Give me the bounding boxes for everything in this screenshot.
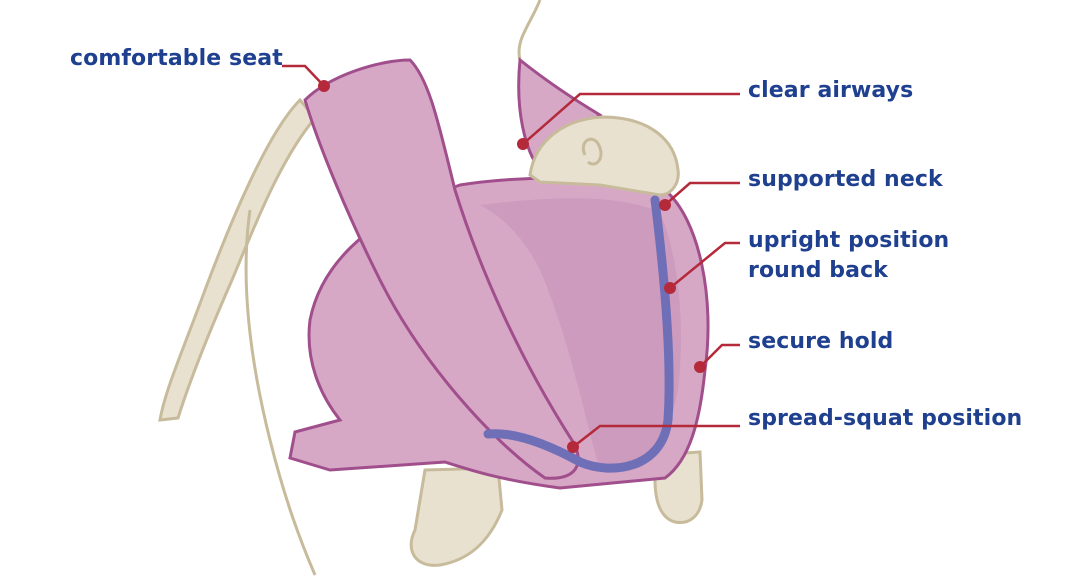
parent-chin-outline bbox=[517, 0, 542, 61]
baby-ear bbox=[581, 137, 603, 166]
baby-leg-left bbox=[409, 466, 504, 567]
spine-curve bbox=[483, 195, 674, 473]
parent-body-outline bbox=[244, 209, 317, 576]
label-secure-hold: secure hold bbox=[748, 329, 894, 354]
dot-marker-icon bbox=[567, 441, 579, 453]
leader-spread-squat bbox=[572, 424, 740, 448]
dot-marker-icon bbox=[318, 80, 330, 92]
label-comfortable-seat: comfortable seat bbox=[70, 46, 283, 71]
label-spread-squat: spread-squat position bbox=[748, 406, 1023, 431]
baby-head bbox=[528, 115, 680, 197]
dot-marker-icon bbox=[517, 138, 529, 150]
leader-upright-position bbox=[669, 241, 740, 289]
parent-arm bbox=[158, 97, 317, 422]
leader-clear-airways bbox=[522, 92, 740, 145]
label-supported-neck: supported neck bbox=[748, 167, 943, 192]
leader-supported-neck bbox=[664, 181, 740, 206]
label-clear-airways: clear airways bbox=[748, 78, 914, 103]
label-round-back: round back bbox=[748, 258, 888, 283]
sling-fold-shadow bbox=[480, 198, 681, 470]
dot-marker-icon bbox=[694, 361, 706, 373]
leader-lines bbox=[282, 64, 740, 448]
label-upright-position: upright position bbox=[748, 228, 950, 253]
dot-marker-icon bbox=[664, 282, 676, 294]
dot-marker-icon bbox=[659, 199, 671, 211]
leader-secure-hold bbox=[699, 343, 740, 368]
leader-comfortable-seat bbox=[282, 64, 325, 87]
marker-dots bbox=[318, 80, 706, 453]
